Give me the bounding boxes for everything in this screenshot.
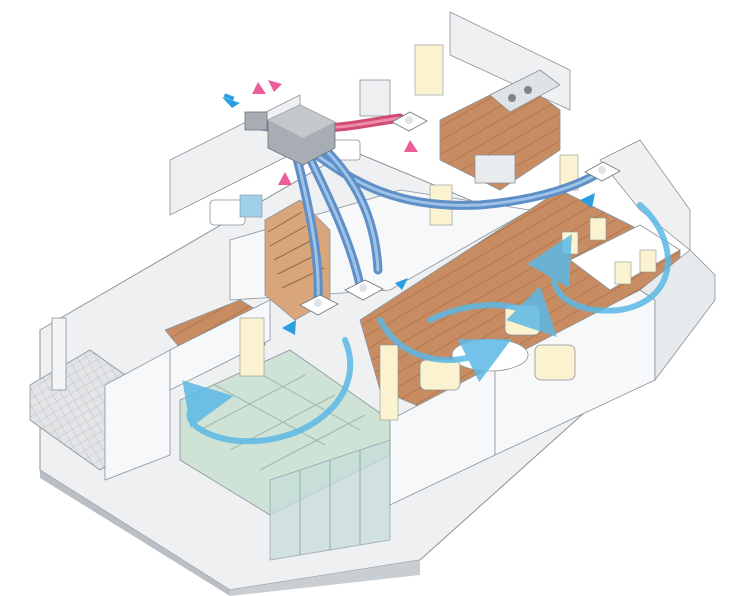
exhaust-arrow-icon-4	[404, 140, 418, 152]
sofa	[534, 344, 576, 381]
inflow-outflow-markers	[222, 80, 595, 335]
exhaust-arrow-icon-2	[268, 80, 282, 92]
gate-post	[51, 317, 67, 391]
kitchen	[474, 69, 561, 184]
armchair	[419, 359, 461, 391]
ventilator-unit	[244, 104, 336, 166]
supply-arrow-icon	[580, 193, 595, 208]
intake-arrow-icon	[222, 97, 240, 108]
bathroom	[209, 79, 391, 226]
supply-arrow-icon-3	[395, 278, 408, 290]
outdoor-hood	[244, 111, 268, 131]
supply-arrow-icon-2	[282, 320, 296, 335]
ceiling-diffusers	[299, 111, 621, 316]
ventilation-ducts	[250, 113, 605, 305]
airflow-arrows	[182, 202, 671, 445]
exhaust-arrow-icon	[252, 82, 266, 94]
dining-table	[569, 224, 681, 291]
coffee-table	[451, 338, 529, 372]
exhaust-arrow-icon-3	[278, 172, 292, 185]
